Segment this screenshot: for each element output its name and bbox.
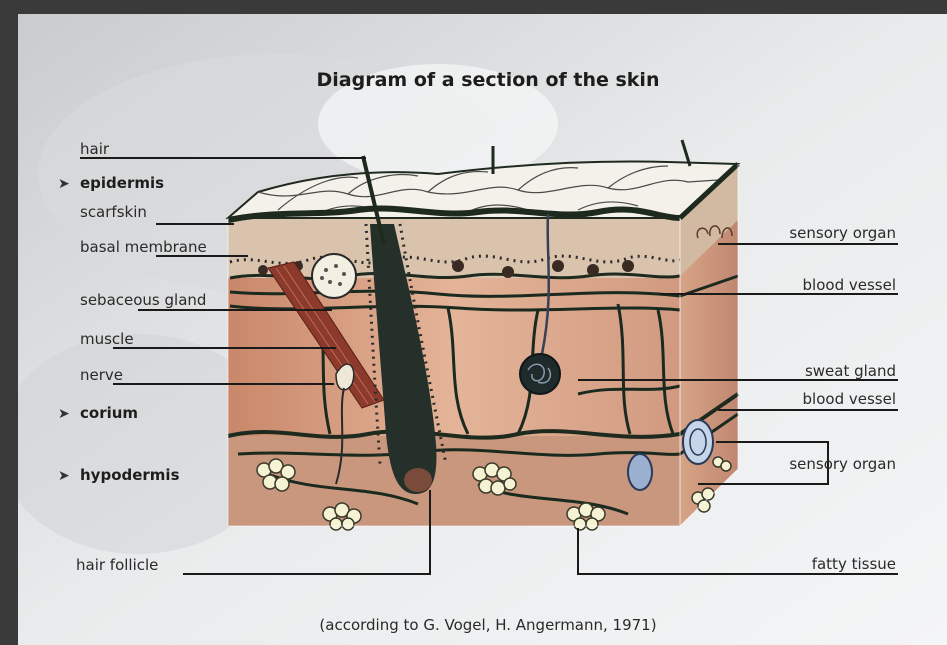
sebaceous-gland-shape bbox=[312, 254, 356, 298]
sensory-organ-meissner bbox=[628, 454, 652, 490]
label-hair: hair bbox=[80, 140, 110, 158]
arrow-hypodermis-icon: ➤ bbox=[58, 468, 70, 484]
caption: (according to G. Vogel, H. Angermann, 19… bbox=[319, 616, 656, 634]
label-corium: corium bbox=[80, 404, 138, 422]
label-sensory-organ-top: sensory organ bbox=[789, 224, 896, 242]
diagram-title: Diagram of a section of the skin bbox=[317, 69, 660, 91]
label-sweat-gland: sweat gland bbox=[805, 362, 896, 380]
label-muscle: muscle bbox=[80, 330, 134, 348]
label-epidermis: epidermis bbox=[80, 174, 164, 192]
sensory-organ-pacinian bbox=[683, 420, 713, 464]
label-fatty-tissue: fatty tissue bbox=[812, 555, 896, 573]
diagram-card: Diagram of a section of the skin bbox=[18, 14, 947, 645]
label-sensory-organ-bottom: sensory organ bbox=[789, 455, 896, 473]
hair-bulb bbox=[404, 468, 432, 492]
label-blood-vessel-top: blood vessel bbox=[803, 276, 896, 294]
arrow-corium-icon: ➤ bbox=[58, 406, 70, 422]
skin-block bbox=[228, 140, 738, 530]
label-blood-vessel-bottom: blood vessel bbox=[803, 390, 896, 408]
sweat-gland-shape bbox=[520, 354, 560, 394]
label-hypodermis: hypodermis bbox=[80, 466, 180, 484]
label-hair-follicle: hair follicle bbox=[76, 556, 158, 574]
skin-diagram: Diagram of a section of the skin bbox=[18, 14, 947, 645]
label-basal-membrane: basal membrane bbox=[80, 238, 207, 256]
label-scarfskin: scarfskin bbox=[80, 203, 147, 221]
hypodermis-layer bbox=[228, 434, 680, 526]
arrow-epidermis-icon: ➤ bbox=[58, 176, 70, 192]
label-nerve: nerve bbox=[80, 366, 123, 384]
label-sebaceous-gland: sebaceous gland bbox=[80, 291, 206, 309]
